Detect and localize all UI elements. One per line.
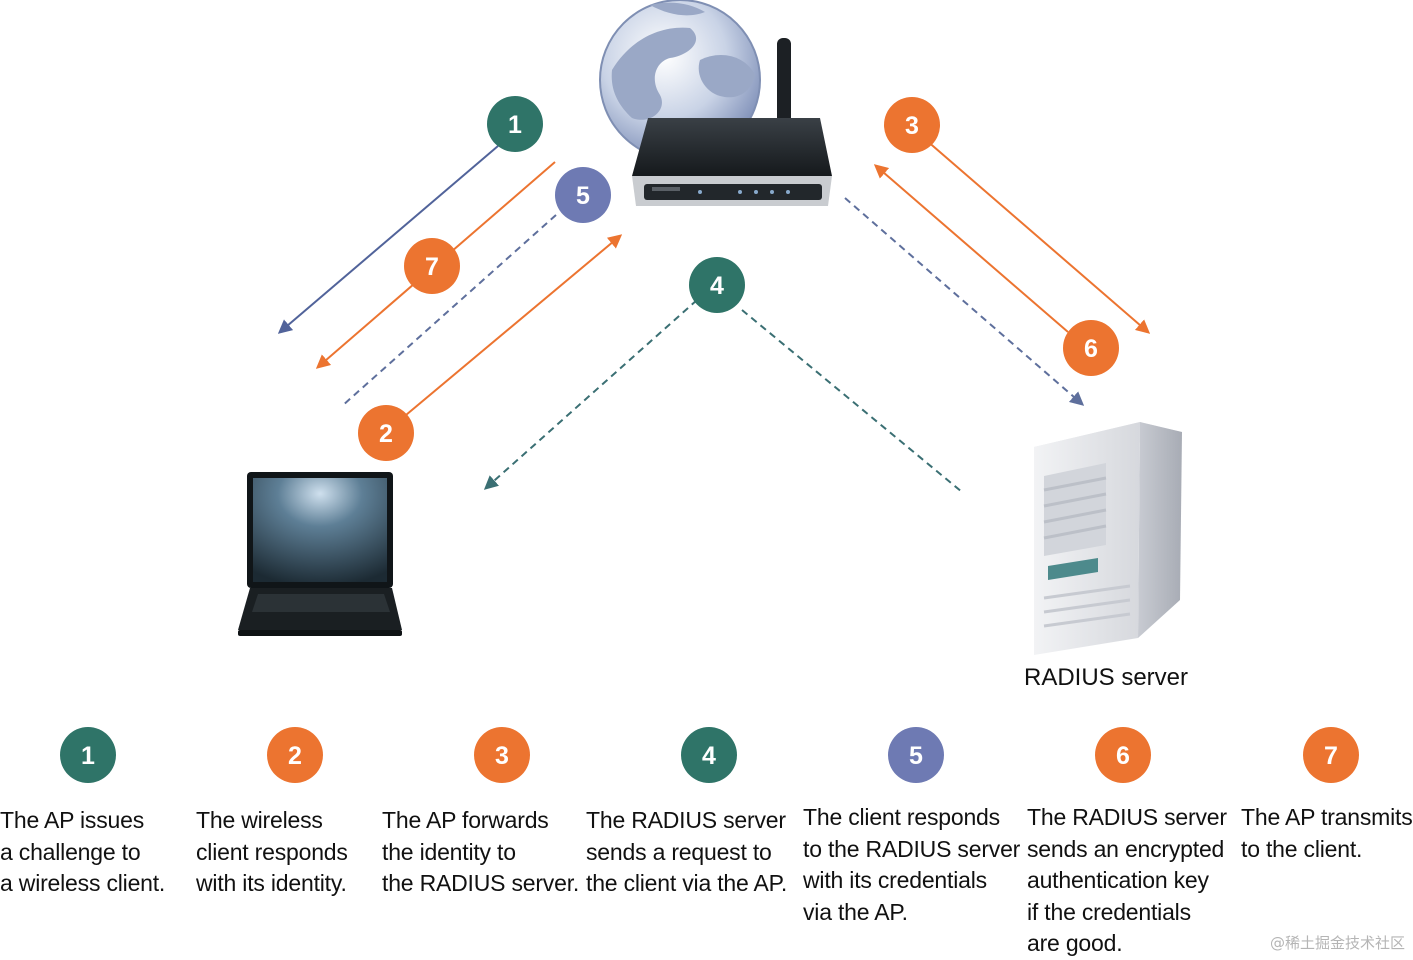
step-4-description: The RADIUS server sends a request to the… bbox=[586, 807, 788, 896]
arrow-step-1 bbox=[277, 145, 499, 334]
badge-circle bbox=[555, 167, 611, 223]
badge-number: 6 bbox=[1084, 335, 1098, 363]
step-badge-2: 2 bbox=[358, 405, 414, 461]
arrow-step-6 bbox=[873, 164, 1069, 333]
badge-circle bbox=[267, 727, 323, 783]
legend-badge-5: 5 bbox=[888, 727, 944, 783]
badge-circle bbox=[884, 97, 940, 153]
flow-arrows bbox=[277, 139, 1151, 493]
badge-circle bbox=[358, 405, 414, 461]
arrow-step-4b bbox=[741, 309, 963, 493]
step-badge-7: 7 bbox=[404, 238, 460, 294]
badge-number: 2 bbox=[288, 742, 302, 770]
arrow-step-3 bbox=[925, 139, 1151, 334]
badge-circle bbox=[404, 238, 460, 294]
legend-badge-2: 2 bbox=[267, 727, 323, 783]
step-1-description: The AP issues a challenge to a wireless … bbox=[0, 807, 166, 896]
step-7-description: The AP transmits to the client. bbox=[1241, 804, 1413, 862]
legend-badge-1: 1 bbox=[60, 727, 116, 783]
badge-number: 5 bbox=[576, 182, 590, 210]
badge-number: 4 bbox=[710, 272, 724, 300]
watermark: @稀土掘金技术社区 bbox=[1269, 934, 1405, 952]
laptop-icon bbox=[238, 472, 402, 636]
badge-circle bbox=[681, 727, 737, 783]
step-badge-6: 6 bbox=[1063, 320, 1119, 376]
badge-circle bbox=[1095, 727, 1151, 783]
step-3-description: The AP forwards the identity to the RADI… bbox=[382, 807, 580, 896]
badge-number: 3 bbox=[905, 112, 919, 140]
badge-number: 1 bbox=[508, 111, 522, 139]
legend-badge-4: 4 bbox=[681, 727, 737, 783]
step-badge-4: 4 bbox=[689, 257, 745, 313]
badge-circle bbox=[474, 727, 530, 783]
badge-number: 2 bbox=[379, 420, 393, 448]
badge-circle bbox=[888, 727, 944, 783]
badge-circle bbox=[60, 727, 116, 783]
diagram-badges: 1 2 3 4 5 6 7 bbox=[358, 96, 1119, 461]
arrow-step-5 bbox=[341, 214, 557, 407]
step-badge-5: 5 bbox=[555, 167, 611, 223]
server-label: RADIUS server bbox=[1024, 664, 1188, 691]
step-2-description: The wireless client responds with its id… bbox=[196, 807, 348, 896]
badge-number: 7 bbox=[1324, 742, 1338, 770]
legend-badge-6: 6 bbox=[1095, 727, 1151, 783]
wireless-router-icon bbox=[632, 38, 832, 206]
arrow-step-4a bbox=[483, 299, 698, 490]
server-tower-icon bbox=[1034, 422, 1182, 655]
step-5-description: The client responds to the RADIUS server… bbox=[803, 804, 1021, 925]
badge-circle bbox=[1063, 320, 1119, 376]
badge-number: 7 bbox=[425, 253, 439, 281]
badge-number: 1 bbox=[81, 742, 95, 770]
badge-number: 6 bbox=[1116, 742, 1130, 770]
badge-number: 3 bbox=[495, 742, 509, 770]
badge-circle bbox=[487, 96, 543, 152]
legend-badges: 1 2 3 4 5 6 7 bbox=[60, 727, 1359, 783]
legend-badge-3: 3 bbox=[474, 727, 530, 783]
badge-circle bbox=[1303, 727, 1359, 783]
globe-icon bbox=[599, 0, 761, 161]
step-6-description: The RADIUS server sends an encrypted aut… bbox=[1027, 804, 1227, 956]
badge-number: 4 bbox=[702, 742, 716, 770]
badge-number: 5 bbox=[909, 742, 923, 770]
legend-badge-7: 7 bbox=[1303, 727, 1359, 783]
arrow-step-2 bbox=[399, 234, 623, 421]
step-badge-3: 3 bbox=[884, 97, 940, 153]
badge-circle bbox=[689, 257, 745, 313]
arrow-step-5b bbox=[844, 197, 1085, 406]
step-badge-1: 1 bbox=[487, 96, 543, 152]
